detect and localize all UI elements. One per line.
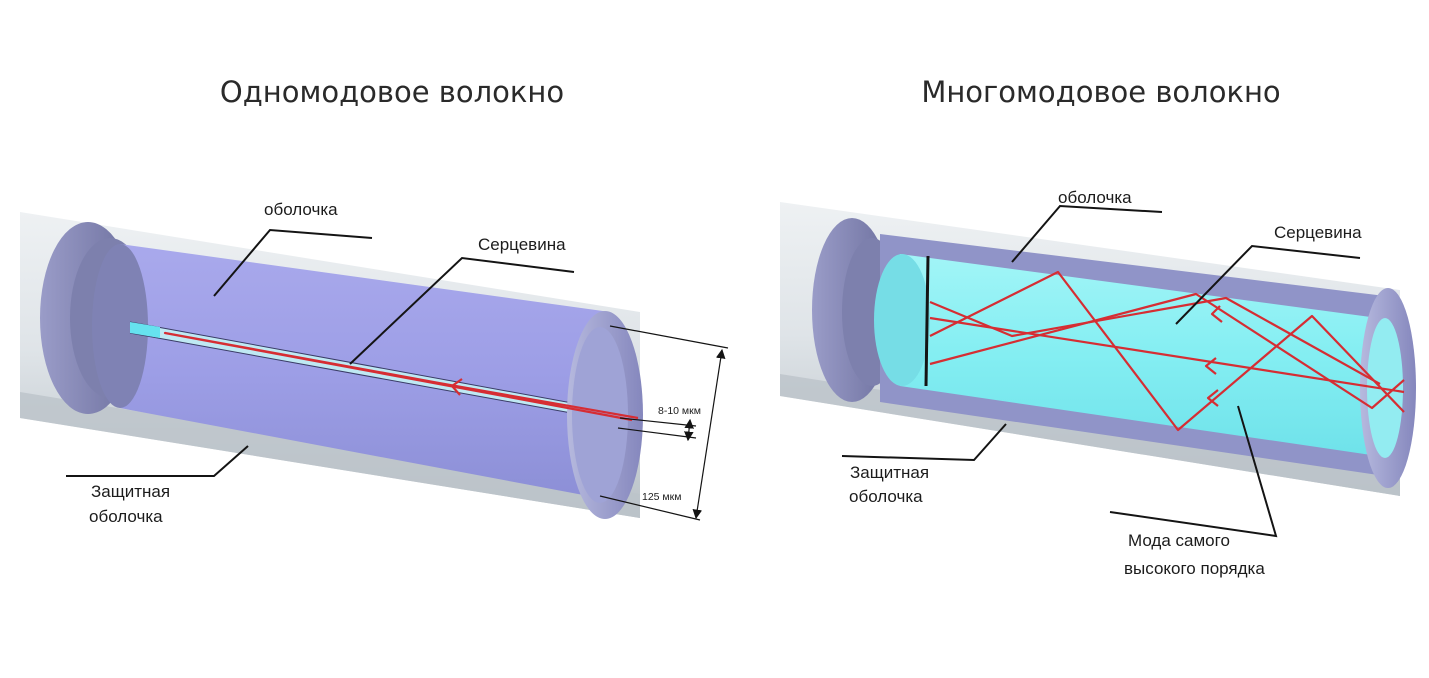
single-core-stripe-edge (129, 321, 633, 415)
single-cladding-label: оболочка (264, 200, 338, 219)
single-core-start (130, 322, 160, 338)
single-jacket-bottom-shade (20, 392, 640, 518)
multi-core-body (900, 254, 1378, 456)
cladding-diameter-arrow (692, 348, 726, 520)
multi-core-entry-edge (924, 255, 930, 387)
core-diameter-arrow (684, 418, 694, 442)
single-cladding-leader (213, 228, 373, 297)
single-core-label: Серцевина (478, 235, 566, 254)
multi-mode-label-line1: Мода самого (1128, 531, 1230, 550)
multi-mode-title: Многомодовое волокно (921, 75, 1280, 109)
multi-cladding-leader (1011, 204, 1163, 263)
multi-ray-arrow-3 (1206, 389, 1219, 407)
multi-ray-arrow-2 (1204, 357, 1217, 375)
single-left-cladding-face (92, 244, 148, 408)
multi-ray-low-order (929, 296, 1381, 385)
single-mode-title: Одномодовое волокно (220, 75, 564, 109)
single-core-stripe-edge-2 (129, 332, 633, 425)
single-jacket-leader (66, 445, 249, 477)
cladding-diameter-label: 125 мкм (642, 491, 681, 503)
multi-left-core-face (874, 254, 930, 386)
multi-mode-fiber (780, 202, 1416, 496)
core-diameter-label: 8-10 мкм (658, 405, 701, 417)
multi-jacket-leader (841, 423, 1007, 462)
multi-ray-high-order (929, 270, 1405, 432)
multi-ray-arrow-1 (1210, 305, 1223, 323)
multi-jacket-label-line2: оболочка (849, 487, 923, 506)
single-jacket-label-line2: оболочка (89, 507, 163, 526)
single-mode-fiber (20, 212, 643, 519)
multi-cladding-label: оболочка (1058, 188, 1132, 207)
single-core-leader (349, 256, 575, 365)
multi-mode-leader (1109, 405, 1278, 538)
multi-core-leader (1175, 244, 1361, 325)
single-light-ray (163, 331, 639, 422)
multi-ray-axial (929, 316, 1405, 394)
single-jacket-label-line1: Защитная (91, 482, 170, 501)
single-ray-arrow (450, 378, 463, 396)
multi-jacket-label-line1: Защитная (850, 463, 929, 482)
multi-ray-mid-order (929, 292, 1405, 410)
multi-mode-label-line2: высокого порядка (1124, 559, 1265, 578)
single-dimension-lines (599, 325, 729, 521)
multi-core-label: Серцевина (1274, 223, 1362, 242)
